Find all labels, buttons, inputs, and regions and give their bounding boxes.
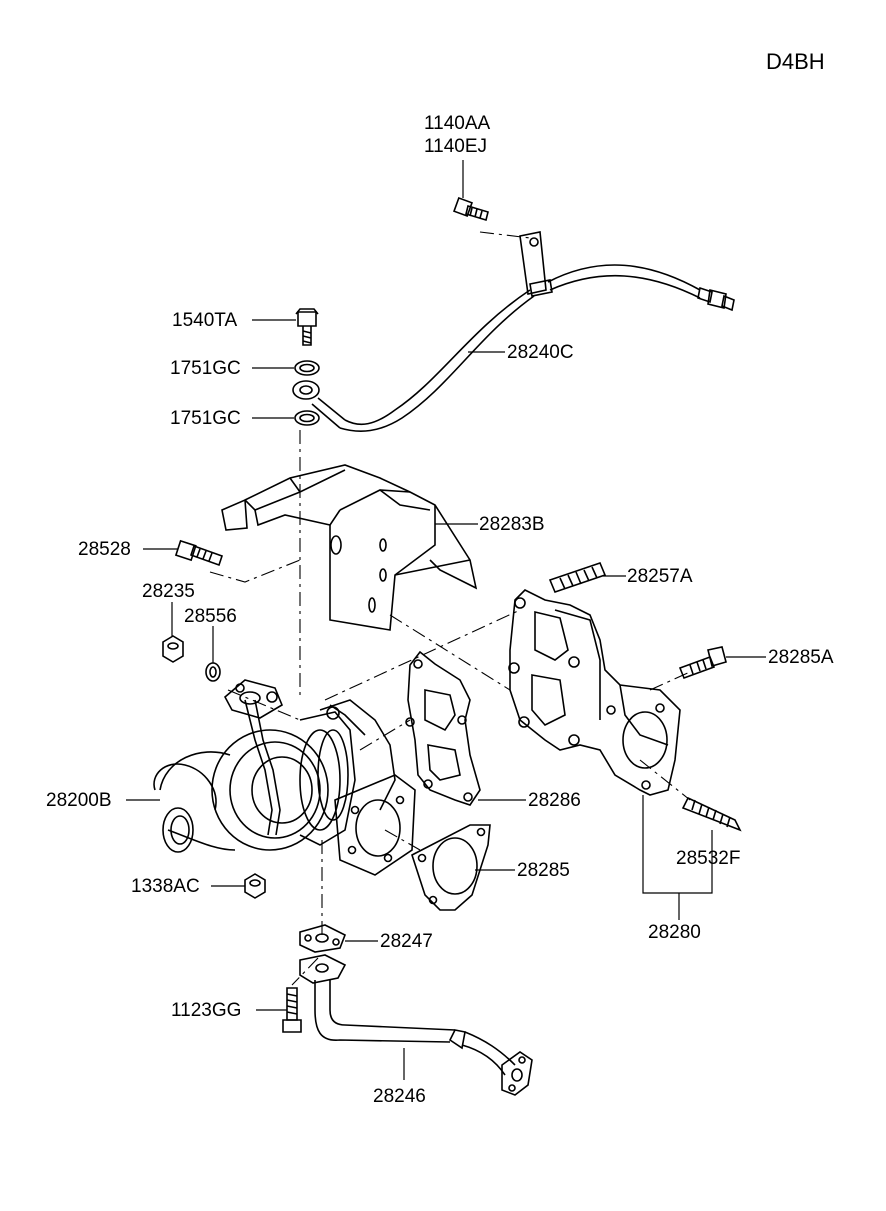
label-28280: 28280 bbox=[648, 922, 701, 943]
turbocharger-icon bbox=[153, 679, 416, 876]
label-1540ta: 1540TA bbox=[172, 310, 238, 331]
stud-28532f-icon bbox=[681, 796, 742, 832]
exhaust-manifold-icon bbox=[508, 589, 681, 796]
label-28283b: 28283B bbox=[479, 514, 545, 535]
label-1751gc-lower: 1751GC bbox=[170, 408, 241, 429]
stud-28257a-icon bbox=[548, 562, 607, 593]
label-1140ej: 1140EJ bbox=[424, 136, 488, 157]
nut-1338ac-icon bbox=[244, 873, 266, 899]
label-28240c: 28240C bbox=[507, 342, 574, 363]
washer-lower-icon bbox=[294, 410, 320, 426]
label-28556: 28556 bbox=[184, 606, 237, 627]
gasket-28286-icon bbox=[405, 650, 481, 806]
label-1338ac: 1338AC bbox=[131, 876, 200, 897]
oil-drain-pipe-icon bbox=[299, 954, 533, 1096]
bolt-1140aa-icon bbox=[453, 197, 489, 222]
label-1123gg: 1123GG bbox=[171, 1000, 242, 1021]
banjo-bolt-icon bbox=[295, 308, 319, 346]
gasket-28285-icon bbox=[411, 824, 491, 911]
label-1140aa: 1140AA bbox=[424, 113, 491, 134]
label-28246: 28246 bbox=[373, 1086, 426, 1107]
washer-upper-icon bbox=[294, 360, 320, 376]
label-28285a: 28285A bbox=[768, 647, 834, 668]
heat-protector-icon bbox=[221, 464, 478, 631]
leader-lines bbox=[126, 160, 766, 1080]
oil-feed-pipe-icon bbox=[292, 231, 735, 432]
washer-28556-icon bbox=[205, 662, 221, 682]
label-28257a: 28257A bbox=[627, 566, 693, 587]
label-28528: 28528 bbox=[78, 539, 131, 560]
assembly-centerlines bbox=[209, 231, 691, 986]
label-28285: 28285 bbox=[517, 860, 570, 881]
label-28200b: 28200B bbox=[46, 790, 112, 811]
label-28532f: 28532F bbox=[676, 848, 741, 869]
label-28247: 28247 bbox=[380, 931, 433, 952]
bolt-28285a-icon bbox=[678, 646, 727, 680]
bolt-28528-icon bbox=[174, 539, 224, 567]
label-28235: 28235 bbox=[142, 581, 195, 602]
gasket-28247-icon bbox=[299, 924, 347, 953]
label-28286: 28286 bbox=[528, 790, 581, 811]
bolt-1123gg-icon bbox=[282, 987, 302, 1033]
nut-28235-icon bbox=[162, 635, 184, 663]
engine-code: D4BH bbox=[766, 49, 825, 74]
label-1751gc-upper: 1751GC bbox=[170, 358, 241, 379]
